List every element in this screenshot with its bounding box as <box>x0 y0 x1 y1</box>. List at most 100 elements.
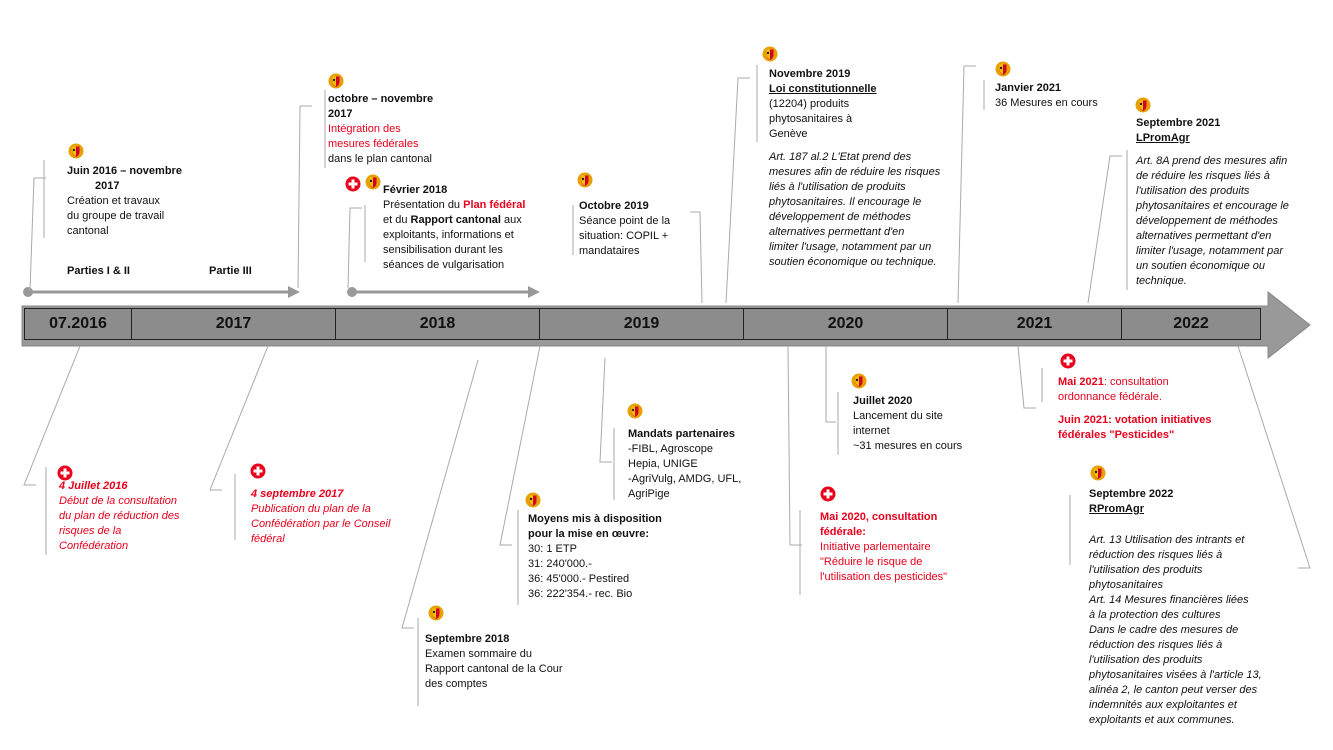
geneva-icon <box>1090 465 1106 481</box>
event-article: soutien économique ou technique. <box>769 256 937 268</box>
event-s2018: Septembre 2018 Examen sommaire du Rappor… <box>425 632 585 692</box>
event-body: internet <box>853 425 890 437</box>
event-title: 4 septembre 2017 <box>251 488 344 500</box>
event-body: Confédération par le Conseil <box>251 518 391 530</box>
event-body: Présentation du <box>383 199 464 211</box>
event-article: à la protection des cultures <box>1089 609 1221 621</box>
geneva-icon <box>1135 97 1151 113</box>
event-body: Hepia, UNIGE <box>628 458 698 470</box>
event-body: situation: COPIL + <box>579 230 669 242</box>
event-body: risques de la <box>59 525 122 537</box>
event-s2022: Septembre 2022 RPromAgr Art. 13 Utilisat… <box>1089 487 1279 728</box>
geneva-icon <box>851 373 867 389</box>
year-cell: 2018 <box>335 308 540 340</box>
event-article: liés à l'utilisation de produits <box>769 181 906 193</box>
connector-c2017 <box>209 345 269 491</box>
event-article: phytosanitaires et encourage le <box>1136 200 1289 212</box>
event-article: phytosanitaires <box>1089 579 1163 591</box>
event-article: technique. <box>1136 275 1187 287</box>
event-article: Art. 14 Mesures financières liées <box>1089 594 1249 606</box>
event-title: Loi constitutionnelle <box>769 83 877 95</box>
event-article: phytosanitaires. Il encourage le <box>769 196 922 208</box>
event-article: indemnités aux exploitantes et <box>1089 699 1237 711</box>
event-body: 31: 240'000.- <box>528 558 592 570</box>
event-title: 2017 <box>95 180 120 192</box>
geneva-icon <box>525 492 541 508</box>
geneva-icon <box>68 143 84 159</box>
event-article: Dans le cadre des mesures de <box>1089 624 1239 636</box>
connector-moyens <box>499 345 541 546</box>
event-title: Juin 2016 – novembre <box>67 165 182 177</box>
event-body: du plan de réduction des <box>59 510 180 522</box>
geneva-icon <box>428 605 444 621</box>
event-article: développement de méthodes <box>1136 215 1278 227</box>
event-body: Initiative parlementaire <box>820 541 931 553</box>
event-article: alternatives permettant d'en <box>769 226 905 238</box>
event-body: Début de la consultation <box>59 495 178 507</box>
event-title: pour la mise en œuvre: <box>528 528 650 540</box>
event-article: de réduire les risques liés à <box>1136 170 1270 182</box>
event-body: mandataires <box>579 245 640 257</box>
connector-mai2020 <box>787 345 802 546</box>
event-bold-text: Rapport cantonal <box>410 214 501 226</box>
event-article: limiter l'usage, notamment par un <box>769 241 932 253</box>
event-title: Octobre 2019 <box>579 200 649 212</box>
event-red-text: Intégration des <box>328 123 401 135</box>
event-body: l'utilisation des pesticides" <box>820 571 948 583</box>
event-2021b: Septembre 2021 LPromAgr Art. 8A prend de… <box>1136 116 1306 289</box>
event-body: 36: 222'354.- rec. Bio <box>528 588 633 600</box>
year-cell: 07.2016 <box>24 308 132 340</box>
swiss-cross-icon <box>345 176 361 192</box>
connector-s2022 <box>1237 345 1311 569</box>
event-article: réduction des risques liés à <box>1089 549 1223 561</box>
connector-2021 <box>957 65 976 304</box>
event-body: cantonal <box>67 225 109 237</box>
event-body: Publication du plan de la <box>251 503 371 515</box>
event-red-text: mesures fédérales <box>328 138 419 150</box>
event-article: Art. 13 Utilisation des intrants et <box>1089 534 1245 546</box>
event-body: "Réduire le risque de <box>820 556 923 568</box>
event-title: 2017 <box>328 108 353 120</box>
event-article: mesures afin de réduire les risques <box>769 166 941 178</box>
event-body: fédéral <box>251 533 285 545</box>
event-body: sensibilisation durant les <box>383 244 503 256</box>
event-body: 36 Mesures en cours <box>995 97 1098 109</box>
event-body: -AgriVulg, AMDG, UFL, <box>628 473 742 485</box>
event-body: 30: 1 ETP <box>528 543 577 555</box>
event-title: Septembre 2018 <box>425 633 510 645</box>
event-body: 36: 45'000.- Pestired <box>528 573 630 585</box>
year-cell: 2021 <box>947 308 1122 340</box>
event-body: Création et travaux <box>67 195 160 207</box>
event-title: octobre – novembre <box>328 93 434 105</box>
event-article: exploitants et aux communes. <box>1089 714 1235 726</box>
event-title: RPromAgr <box>1089 503 1145 515</box>
event-article: Art. 187 al.2 L'Etat prend des <box>769 151 912 163</box>
event-title: Novembre 2019 <box>769 68 851 80</box>
event-title: fédérale: <box>820 526 866 538</box>
event-title: Juillet 2020 <box>853 395 913 407</box>
event-body: Confédération <box>59 540 129 552</box>
geneva-icon <box>577 172 593 188</box>
event-body: ordonnance fédérale. <box>1058 391 1162 403</box>
event-article: l'utilisation des produits <box>1136 185 1250 197</box>
event-title: Mai 2021 <box>1058 376 1104 388</box>
event-mai2021: Mai 2021: consultation ordonnance fédéra… <box>1058 375 1238 443</box>
connector-2019b <box>725 77 750 304</box>
event-article: l'utilisation des produits <box>1089 564 1203 576</box>
event-article: Art. 8A prend des mesures afin <box>1136 155 1288 167</box>
event-body: exploitants, informations et <box>383 229 514 241</box>
event-body: Séance point de la <box>579 215 671 227</box>
swiss-cross-icon <box>820 486 836 502</box>
swiss-cross-icon <box>57 465 73 481</box>
event-body: Genève <box>769 128 808 140</box>
swiss-cross-icon <box>250 463 266 479</box>
connector-mai2021 <box>1017 345 1036 409</box>
event-2019: Octobre 2019 Séance point de la situatio… <box>579 199 689 259</box>
event-body: Examen sommaire du <box>425 648 532 660</box>
phase-label: Partie III <box>209 265 252 277</box>
event-red-text: Plan fédéral <box>463 199 526 211</box>
event-title: Janvier 2021 <box>995 82 1062 94</box>
event-body: phytosanitaires à <box>769 113 853 125</box>
event-title: Juin 2021: votation initiatives <box>1058 414 1212 426</box>
event-body: Lancement du site <box>853 410 943 422</box>
